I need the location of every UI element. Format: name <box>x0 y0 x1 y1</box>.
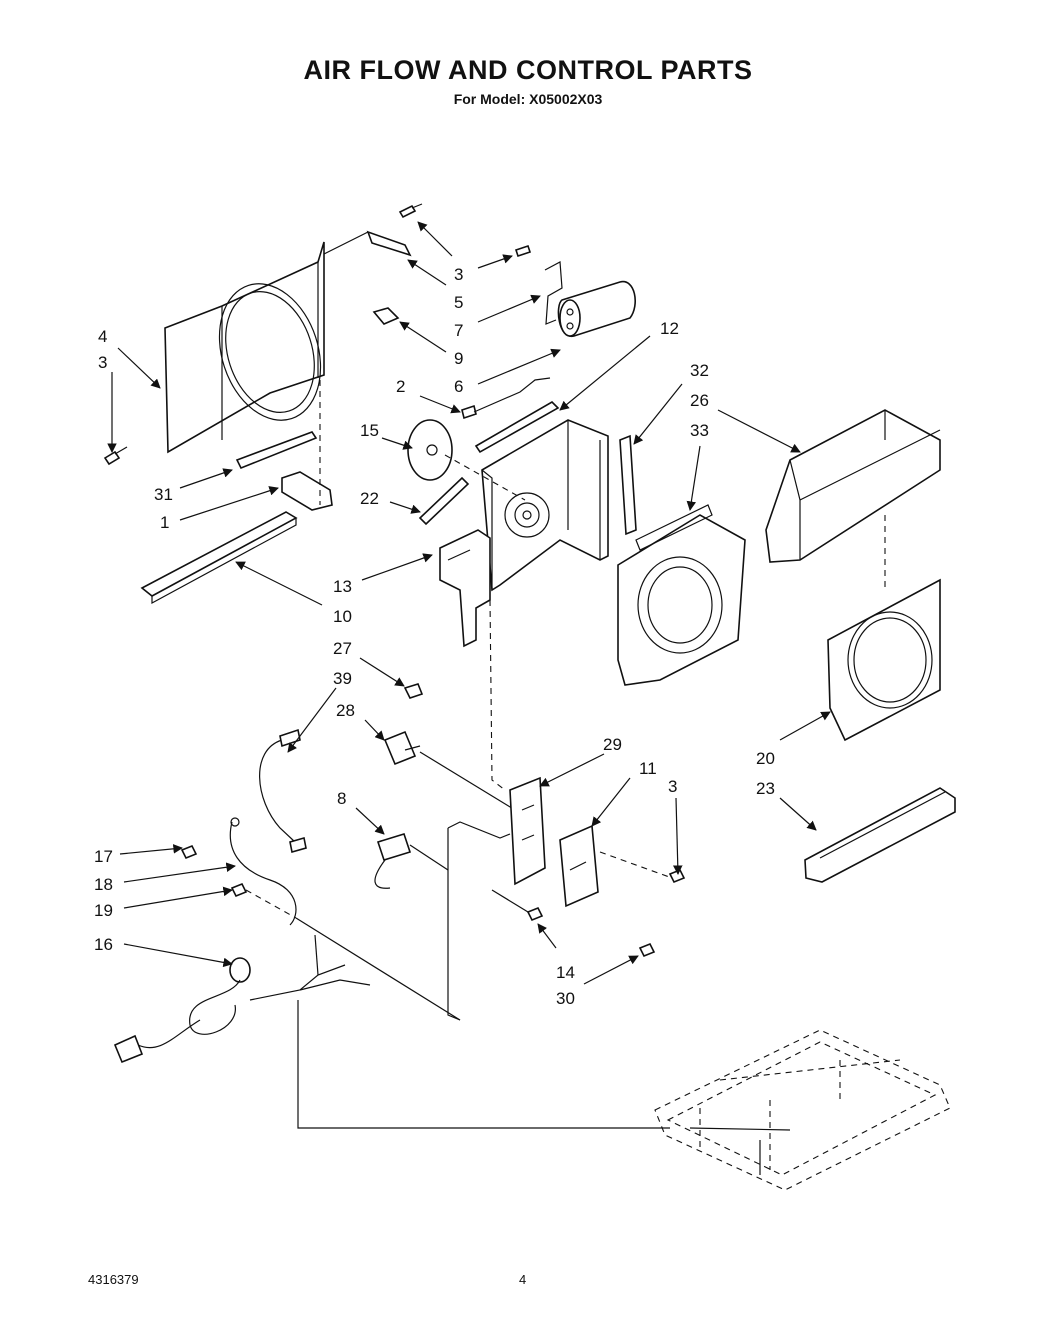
foam-strip-32 <box>619 434 637 536</box>
screw-capacitor-3 <box>514 244 532 258</box>
callout-12: 12 <box>660 319 679 338</box>
thermostat-8 <box>374 833 412 889</box>
page-title: AIR FLOW AND CONTROL PARTS <box>303 55 753 85</box>
capacitor-6 <box>557 281 636 337</box>
callout-2: 2 <box>396 377 405 396</box>
callout-16: 16 <box>94 935 113 954</box>
switch-28 <box>383 730 421 766</box>
bracket-1 <box>281 471 333 511</box>
callout-30: 30 <box>556 989 575 1008</box>
callout-14: 14 <box>556 963 575 982</box>
callout-32: 32 <box>690 361 709 380</box>
left-shroud-panel <box>164 241 325 454</box>
callout-31: 31 <box>154 485 173 504</box>
callout-6: 6 <box>454 377 463 396</box>
screw-30 <box>638 942 656 958</box>
callout-26: 26 <box>690 391 709 410</box>
callout-11: 11 <box>639 759 657 778</box>
gasket-2 <box>461 404 477 420</box>
scroll-housing <box>481 419 609 592</box>
ground-wire-18 <box>229 817 297 926</box>
callout-20: 20 <box>756 749 775 768</box>
screw-left-panel <box>103 446 128 466</box>
power-cord-16 <box>113 917 461 1064</box>
callout-29: 29 <box>603 735 622 754</box>
callout-10: 10 <box>333 607 352 626</box>
ground-screw-17 <box>180 844 198 860</box>
screw-14 <box>526 906 544 922</box>
screw-top-3 <box>398 203 423 219</box>
foam-strip-31 <box>235 431 318 470</box>
control-panel-29 <box>509 776 546 886</box>
callout-8: 8 <box>337 789 346 808</box>
callout-3: 3 <box>98 353 107 372</box>
callout-5: 5 <box>454 293 463 312</box>
callout-13: 13 <box>333 577 352 596</box>
capacitor-strap-7 <box>544 261 563 325</box>
screw-right-3 <box>668 868 686 884</box>
callout-9: 9 <box>454 349 463 368</box>
clip-9 <box>372 307 400 325</box>
wire-harness-39 <box>259 728 307 854</box>
callout-7: 7 <box>454 321 463 340</box>
model-subtitle: For Model: X05002X03 <box>453 91 603 107</box>
callout-15: 15 <box>360 421 379 440</box>
leader-lines <box>107 221 831 985</box>
callout-4: 4 <box>98 327 107 346</box>
callout-3: 3 <box>668 777 677 796</box>
orifice-panel-33 <box>617 504 746 686</box>
base-pan-outline <box>654 1029 951 1191</box>
knob-27 <box>403 683 424 699</box>
front-panel-20 <box>827 578 941 742</box>
fan-wheel-15 <box>407 419 453 481</box>
air-duct-26 <box>765 409 941 563</box>
callout-17: 17 <box>94 847 113 866</box>
seal-strip-22 <box>418 476 470 526</box>
callout-27: 27 <box>333 639 352 658</box>
callout-33: 33 <box>690 421 709 440</box>
callout-39: 39 <box>333 669 352 688</box>
clip-5 <box>366 230 412 257</box>
callout-23: 23 <box>756 779 775 798</box>
callout-3: 3 <box>454 265 463 284</box>
control-bracket-13 <box>439 529 491 648</box>
document-number: 4316379 <box>88 1272 139 1287</box>
callout-18: 18 <box>94 875 113 894</box>
callout-19: 19 <box>94 901 113 920</box>
seal-12 <box>474 400 560 454</box>
callout-labels: 4 3 31 1 3 5 3 7 12 9 6 2 15 22 13 10 32… <box>94 265 775 1008</box>
page-number: 4 <box>519 1272 527 1287</box>
callout-22: 22 <box>360 489 379 508</box>
callout-28: 28 <box>336 701 355 720</box>
foam-seal-23 <box>804 787 956 883</box>
plate-11 <box>559 824 599 908</box>
callout-1: 1 <box>160 513 169 532</box>
screw-19 <box>230 882 248 898</box>
